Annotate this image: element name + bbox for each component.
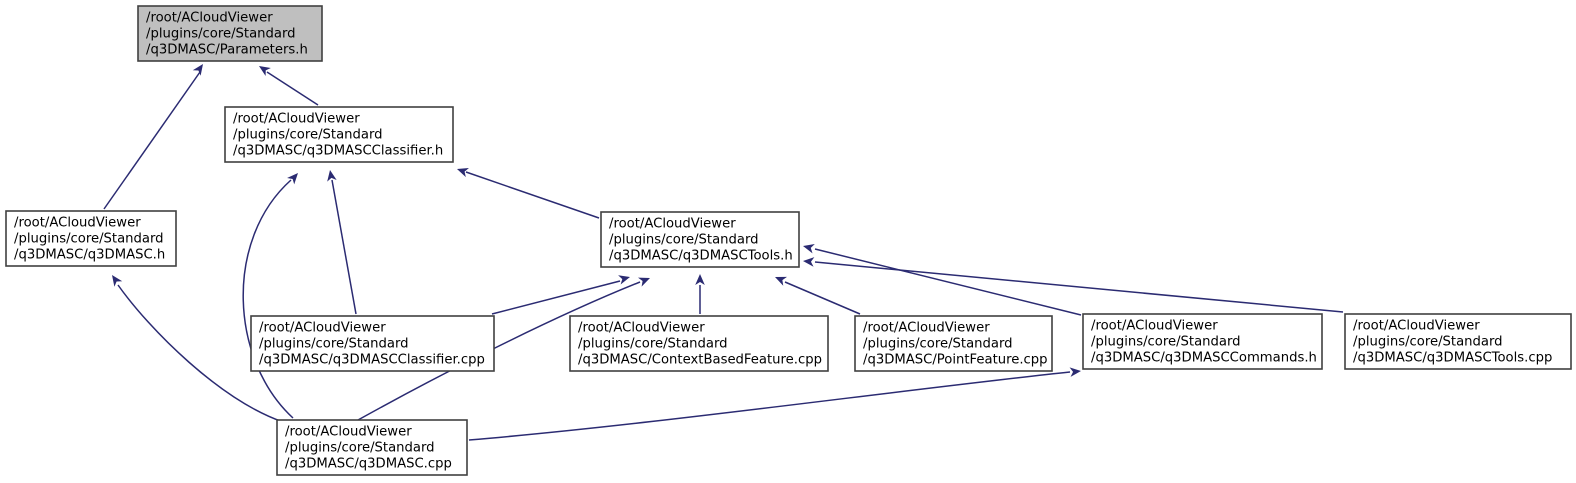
node-label-line: /root/ACloudViewer [1091,318,1218,333]
arrow-head-icon [259,66,271,77]
node-label-line: /q3DMASC/PointFeature.cpp [863,353,1048,368]
edge-classifier-h-to-parameters-h [259,66,319,106]
node-label-line: /root/ACloudViewer [609,216,736,231]
node-label-line: /plugins/core/Standard [609,233,759,248]
node-label-line: /plugins/core/Standard [863,337,1013,352]
edge-contextbased-cpp-to-tools-h [695,274,705,314]
node-label-line: /root/ACloudViewer [1353,318,1480,333]
node-box[interactable] [569,315,829,372]
node-q3dmasc-h[interactable]: /root/ACloudViewer/plugins/core/Standard… [5,210,177,267]
edge-line [468,371,1071,441]
edge-q3dmasc-cpp-to-classifier-h [242,173,298,419]
node-label-line: /q3DMASC/q3DMASCClassifier.h [233,144,443,159]
node-label-line: /root/ACloudViewer [14,215,141,230]
node-box[interactable] [250,315,495,372]
node-parameters-h[interactable]: /root/ACloudViewer/plugins/core/Standard… [137,5,323,62]
node-q3dmasctools-h[interactable]: /root/ACloudViewer/plugins/core/Standard… [600,211,800,268]
node-label-line: /root/ACloudViewer [578,320,705,335]
node-label-line: /root/ACloudViewer [146,10,273,25]
edge-line [331,179,357,315]
node-box[interactable] [5,210,177,267]
node-q3dmasccommands-h[interactable]: /root/ACloudViewer/plugins/core/Standard… [1082,313,1323,370]
edge-commands-h-to-tools-h [803,244,1082,316]
edge-line [117,284,284,423]
edge-pointfeature-cpp-to-tools-h [775,276,861,315]
arrow-head-icon [112,275,123,287]
edge-q3dmasc-cpp-to-q3dmasc-h [112,275,284,423]
node-label-line: /plugins/core/Standard [14,232,164,247]
node-label-line: /root/ACloudViewer [285,424,412,439]
node-box[interactable] [1344,313,1572,370]
edge-classifier-cpp-to-tools-h [491,275,630,315]
nodes-layer: /root/ACloudViewer/plugins/core/Standard… [5,5,1572,476]
edge-line [266,71,319,106]
node-label-line: /q3DMASC/Parameters.h [146,43,308,58]
node-label-line: /plugins/core/Standard [233,128,383,143]
edge-q3dmasc-h-to-parameters-h [103,64,203,210]
node-label-line: /plugins/core/Standard [259,337,409,352]
node-q3dmascclassifier-cpp[interactable]: /root/ACloudViewer/plugins/core/Standard… [250,315,495,372]
node-box[interactable] [1082,313,1323,370]
node-q3dmasc-cpp[interactable]: /root/ACloudViewer/plugins/core/Standard… [276,419,468,476]
node-label-line: /q3DMASC/q3DMASCTools.h [609,249,793,264]
edge-tools-cpp-to-tools-h [803,257,1344,313]
node-label-line: /q3DMASC/q3DMASCCommands.h [1091,351,1317,366]
node-label-line: /plugins/core/Standard [1353,335,1503,350]
edge-line [465,171,600,219]
edge-q3dmasc-cpp-to-commands-h [468,367,1081,441]
edge-line [242,179,294,419]
arrow-head-icon [695,274,705,285]
arrow-head-icon [457,168,469,178]
node-box[interactable] [276,419,468,476]
node-q3dmascclassifier-h[interactable]: /root/ACloudViewer/plugins/core/Standard… [224,106,454,163]
node-label-line: /q3DMASC/ContextBasedFeature.cpp [578,353,822,368]
node-label-line: /q3DMASC/q3DMASCClassifier.cpp [259,353,485,368]
arrow-head-icon [775,276,788,286]
edge-line [784,281,861,315]
edge-classifier-cpp-to-classifier-h [327,170,357,315]
node-label-line: /q3DMASC/q3DMASC.h [14,248,165,263]
edge-line [491,280,621,315]
edge-line [814,261,1344,313]
arrow-head-icon [192,64,203,76]
arrow-head-icon [638,277,650,287]
arrow-head-icon [803,244,815,254]
node-label-line: /root/ACloudViewer [233,111,360,126]
node-label-line: /root/ACloudViewer [863,320,990,335]
node-label-line: /root/ACloudViewer [259,320,386,335]
arrow-head-icon [1069,367,1081,377]
node-label-line: /plugins/core/Standard [146,27,296,42]
edge-classifier-h-to-tools-h [457,168,600,219]
node-box[interactable] [137,5,323,62]
edges-layer [103,64,1344,441]
node-contextbasedfeature-cpp[interactable]: /root/ACloudViewer/plugins/core/Standard… [569,315,829,372]
node-label-line: /q3DMASC/q3DMASCTools.cpp [1353,351,1552,366]
edge-line [103,71,201,210]
node-label-line: /plugins/core/Standard [578,337,728,352]
node-label-line: /q3DMASC/q3DMASC.cpp [285,457,452,472]
arrow-head-icon [618,275,630,285]
node-box[interactable] [224,106,454,163]
arrow-head-icon [803,257,815,267]
node-label-line: /plugins/core/Standard [1091,335,1241,350]
node-pointfeature-cpp[interactable]: /root/ACloudViewer/plugins/core/Standard… [854,315,1053,372]
node-box[interactable] [600,211,800,268]
edge-line [814,248,1082,316]
arrow-head-icon [287,173,298,185]
node-q3dmasctools-cpp[interactable]: /root/ACloudViewer/plugins/core/Standard… [1344,313,1572,370]
arrow-head-icon [327,170,337,182]
node-label-line: /plugins/core/Standard [285,441,435,456]
node-box[interactable] [854,315,1053,372]
